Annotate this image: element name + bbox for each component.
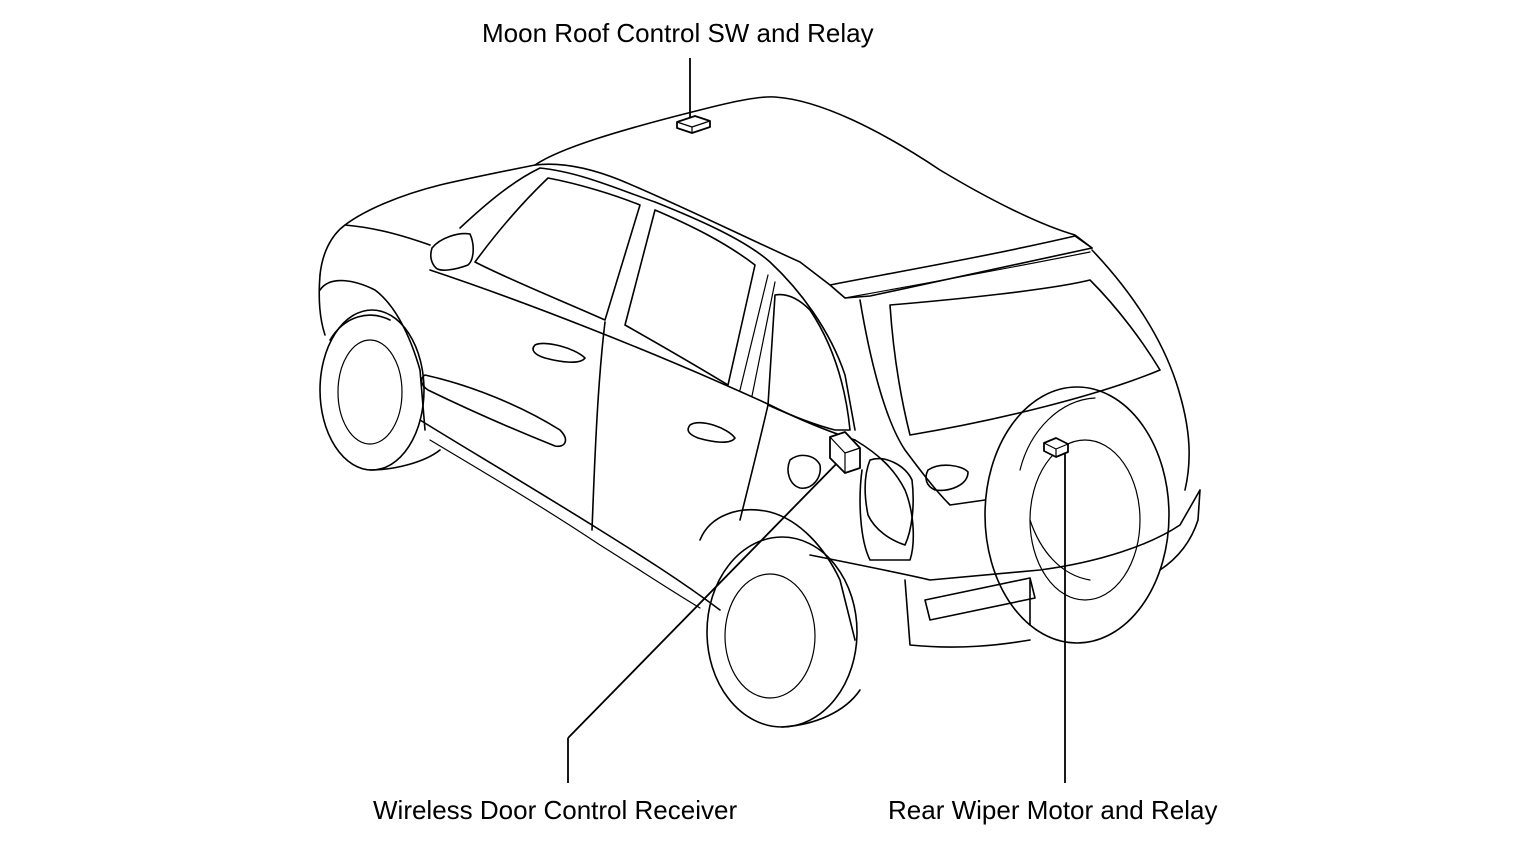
label-moon-roof-control: Moon Roof Control SW and Relay bbox=[482, 18, 874, 48]
rear-license-plate bbox=[924, 577, 1036, 621]
roof-front-edge bbox=[534, 163, 831, 286]
hood bbox=[319, 164, 536, 276]
front-door-rear-edge bbox=[591, 321, 606, 531]
side-mirror bbox=[430, 232, 474, 271]
rear-wiper-motor-relay-part bbox=[1043, 437, 1069, 458]
label-wireless-door-control-receiver: Wireless Door Control Receiver bbox=[373, 795, 737, 825]
rear-door-rear-edge bbox=[739, 404, 769, 521]
rear-wheel-arch bbox=[699, 509, 856, 641]
rear-hatch bbox=[859, 299, 986, 506]
front-door-handle bbox=[532, 342, 586, 363]
rear-spoiler bbox=[829, 235, 1093, 299]
fuel-door bbox=[787, 454, 822, 489]
spare-tire bbox=[984, 386, 1170, 644]
rear-door-window bbox=[624, 209, 756, 386]
rear-wheel bbox=[724, 573, 816, 699]
spare-tire-inner bbox=[1029, 439, 1141, 601]
tail-lamp-left bbox=[864, 458, 914, 546]
moon-roof-control-part bbox=[676, 115, 711, 134]
side-molding bbox=[420, 374, 567, 448]
front-wheel bbox=[337, 339, 403, 445]
front-wheel-arch bbox=[319, 279, 426, 431]
rear-body-left bbox=[854, 439, 915, 561]
rear-door-handle bbox=[687, 421, 736, 443]
body-side-lower bbox=[419, 419, 721, 611]
rear-tire bbox=[706, 536, 858, 728]
rear-handle bbox=[925, 464, 969, 492]
roof-outline bbox=[534, 96, 1093, 249]
suv-illustration bbox=[318, 96, 1201, 728]
body-side-upper bbox=[429, 269, 856, 441]
label-rear-wiper-motor-relay: Rear Wiper Motor and Relay bbox=[888, 795, 1217, 825]
rear-bumper bbox=[809, 489, 1201, 581]
front-tire bbox=[319, 309, 425, 471]
rear-window bbox=[889, 279, 1161, 436]
side-window-frame bbox=[459, 167, 856, 431]
front-door-window bbox=[474, 177, 641, 321]
leader-wireless-door bbox=[567, 454, 846, 739]
